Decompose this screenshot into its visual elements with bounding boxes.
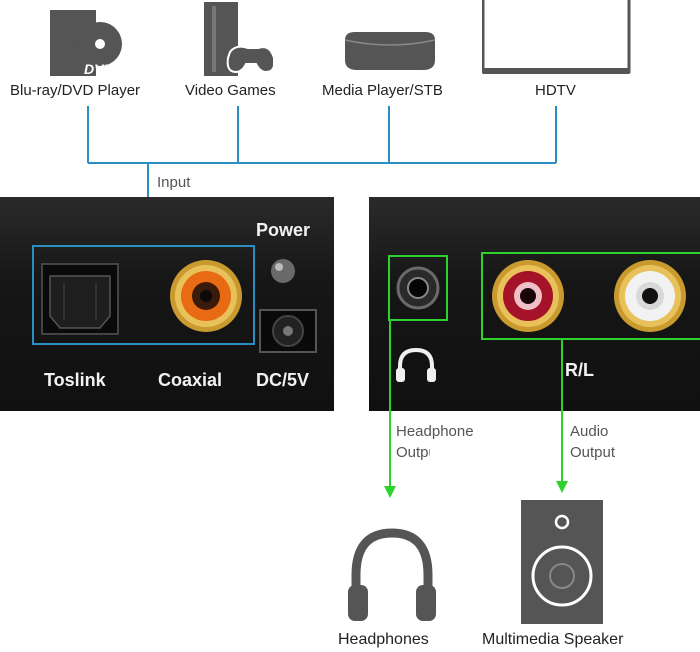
power-label: Power bbox=[256, 220, 311, 240]
headphones-label: Headphones bbox=[338, 631, 429, 648]
input-label: Input bbox=[157, 174, 191, 191]
headphone-output-label-line1: Headphone bbox=[396, 423, 474, 440]
rca-left-port-icon[interactable] bbox=[612, 258, 688, 334]
coaxial-label: Coaxial bbox=[158, 370, 223, 390]
headphone-jack-icon[interactable] bbox=[394, 262, 442, 314]
media-player-icon bbox=[344, 32, 436, 70]
output-wiring bbox=[384, 320, 568, 498]
coaxial-port-icon[interactable] bbox=[168, 258, 244, 334]
rl-label: R/L bbox=[565, 360, 594, 380]
source-label-video-games: Video Games bbox=[185, 82, 276, 99]
input-ports-frame bbox=[32, 245, 255, 345]
headphones-icon bbox=[348, 528, 436, 621]
dvd-badge: DVD bbox=[84, 61, 114, 77]
disc-player-icon: DVD bbox=[50, 10, 122, 77]
speaker-icon bbox=[521, 500, 603, 624]
source-label-media-player: Media Player/STB bbox=[322, 82, 443, 99]
toslink-label: Toslink bbox=[44, 370, 106, 390]
dc-label: DC/5V bbox=[256, 370, 310, 390]
headphone-output-label-line2: Output bbox=[396, 444, 430, 461]
toslink-port-icon[interactable] bbox=[40, 262, 120, 337]
tv-icon bbox=[482, 0, 631, 74]
headphone-jack-frame bbox=[388, 255, 448, 321]
rca-right-port-icon[interactable] bbox=[490, 258, 566, 334]
multimedia-speaker-label: Multimedia Speaker bbox=[482, 631, 624, 648]
audio-output-label-line2: Output bbox=[570, 444, 616, 461]
power-led-icon bbox=[271, 259, 295, 283]
source-label-hdtv: HDTV bbox=[535, 82, 576, 99]
headphone-symbol-icon bbox=[396, 347, 436, 382]
audio-output-label-line1: Audio bbox=[570, 423, 609, 440]
game-console-icon bbox=[204, 2, 273, 76]
rca-output-frame bbox=[481, 252, 700, 340]
dc-power-jack-icon[interactable] bbox=[258, 308, 318, 354]
source-label-bluray: Blu-ray/DVD Player bbox=[10, 82, 141, 99]
